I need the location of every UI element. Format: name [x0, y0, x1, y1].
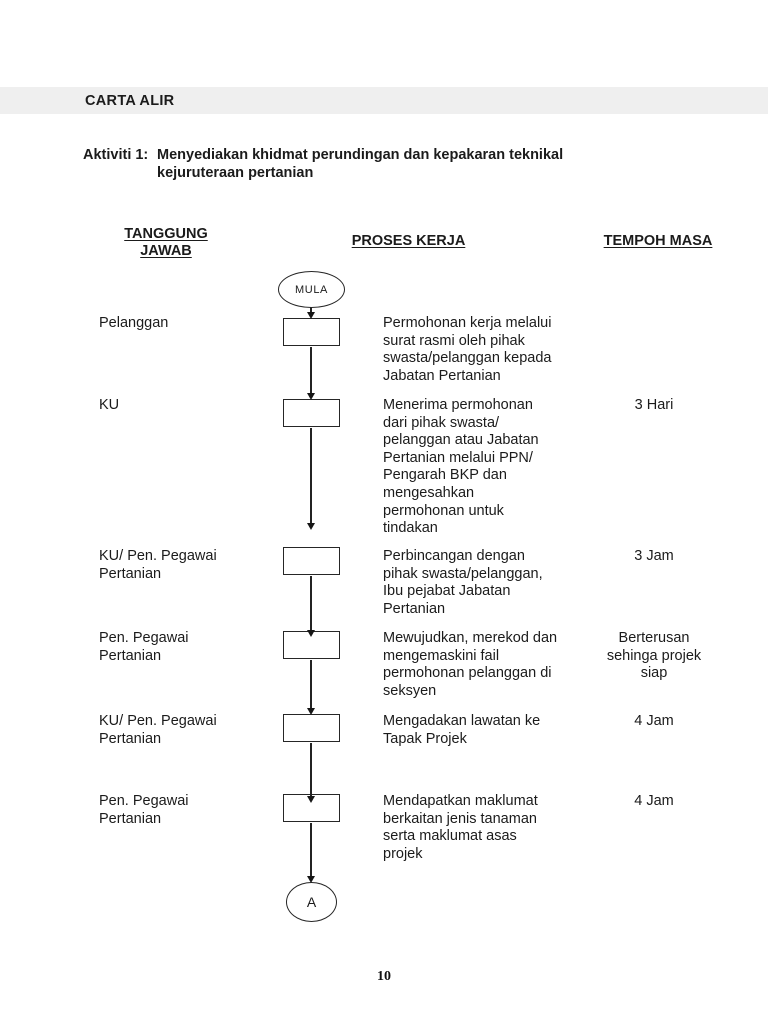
- column-header-tanggung-jawab: TANGGUNG JAWAB: [124, 226, 208, 259]
- process-cell: Mengadakan lawatan ke Tapak Projek: [383, 713, 541, 747]
- column-header-tempoh-masa: TEMPOH MASA: [603, 233, 713, 249]
- flow-arrow-down-icon: [306, 743, 316, 803]
- duration-cell: 4 Jam: [634, 793, 674, 809]
- flow-connector-a: A: [286, 882, 337, 922]
- flow-arrow-down-icon: [306, 576, 316, 637]
- flow-start-terminal: MULA: [278, 271, 345, 308]
- responsibility-cell: Pen. Pegawai Pertanian: [99, 630, 189, 664]
- flow-process-box-5: [283, 714, 340, 742]
- flow-arrow-down-icon: [306, 823, 316, 883]
- flow-arrow-down-icon: [306, 307, 316, 319]
- process-cell: Menerima permohonan dari pihak swasta/ p…: [383, 397, 539, 537]
- responsibility-cell: KU: [99, 397, 120, 413]
- flow-process-box-1: [283, 318, 340, 346]
- flow-arrow-down-icon: [306, 347, 316, 400]
- flow-arrow-down-icon: [306, 660, 316, 715]
- flow-start-label: MULA: [295, 283, 328, 296]
- activity-label: Aktiviti 1:: [83, 147, 149, 163]
- duration-cell: 3 Jam: [634, 548, 674, 564]
- flow-process-box-3: [283, 547, 340, 575]
- process-cell: Perbincangan dengan pihak swasta/pelangg…: [383, 548, 543, 617]
- flow-arrow-down-icon: [306, 428, 316, 530]
- flow-connector-label: A: [306, 894, 317, 910]
- responsibility-cell: KU/ Pen. Pegawai Pertanian: [99, 713, 217, 747]
- process-cell: Permohonan kerja melalui surat rasmi ole…: [383, 315, 552, 384]
- section-title: CARTA ALIR: [85, 92, 175, 109]
- flow-process-box-2: [283, 399, 340, 427]
- section-header-bar: CARTA ALIR: [0, 87, 768, 114]
- process-cell: Mendapatkan maklumat berkaitan jenis tan…: [383, 793, 538, 862]
- activity-title: Aktiviti 1: Menyediakan khidmat perundin…: [83, 146, 563, 182]
- responsibility-cell: Pelanggan: [99, 315, 169, 331]
- duration-cell: 4 Jam: [634, 713, 674, 729]
- activity-text: Menyediakan khidmat perundingan dan kepa…: [157, 147, 564, 181]
- responsibility-cell: Pen. Pegawai Pertanian: [99, 793, 189, 827]
- column-header-proses-kerja: PROSES KERJA: [351, 233, 466, 249]
- duration-cell: 3 Hari: [634, 397, 674, 413]
- process-cell: Mewujudkan, merekod dan mengemaskini fai…: [383, 630, 558, 699]
- responsibility-cell: KU/ Pen. Pegawai Pertanian: [99, 548, 217, 582]
- page-number: 10: [377, 969, 391, 984]
- duration-cell: Berterusan sehinga projek siap: [606, 630, 702, 682]
